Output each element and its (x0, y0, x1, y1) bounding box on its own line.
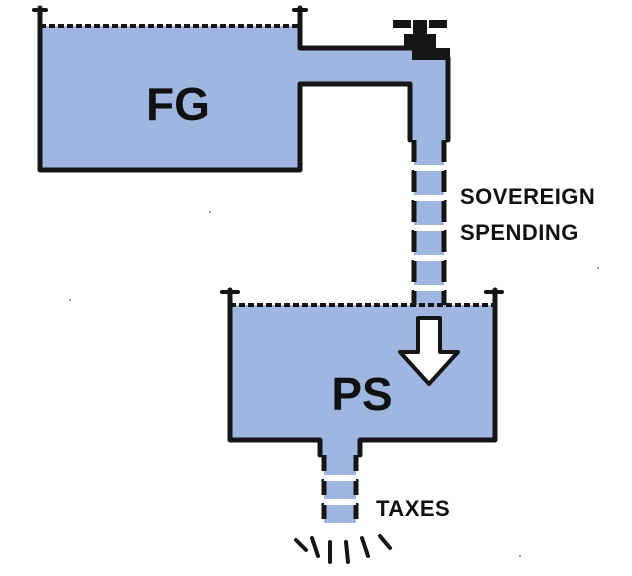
lower-tank: PS (220, 287, 504, 458)
spending-stream (411, 140, 447, 330)
upper-tank: FG (32, 5, 451, 173)
splash-icon (294, 534, 392, 564)
down-arrow-icon (398, 316, 460, 386)
upper-tank-label: FG (146, 78, 210, 130)
taxes-label: TAXES (376, 496, 450, 521)
lower-tank-label: PS (331, 368, 392, 420)
paper-specks (69, 211, 599, 557)
lower-tank-walls (227, 287, 498, 458)
taxes-stream (321, 455, 359, 523)
upper-tank-walls (37, 5, 418, 173)
spending-label-line2: SPENDING (460, 220, 579, 245)
spending-label-line1: SOVEREIGN (460, 184, 595, 209)
upper-tank-water (40, 26, 448, 170)
faucet-icon (393, 20, 450, 60)
